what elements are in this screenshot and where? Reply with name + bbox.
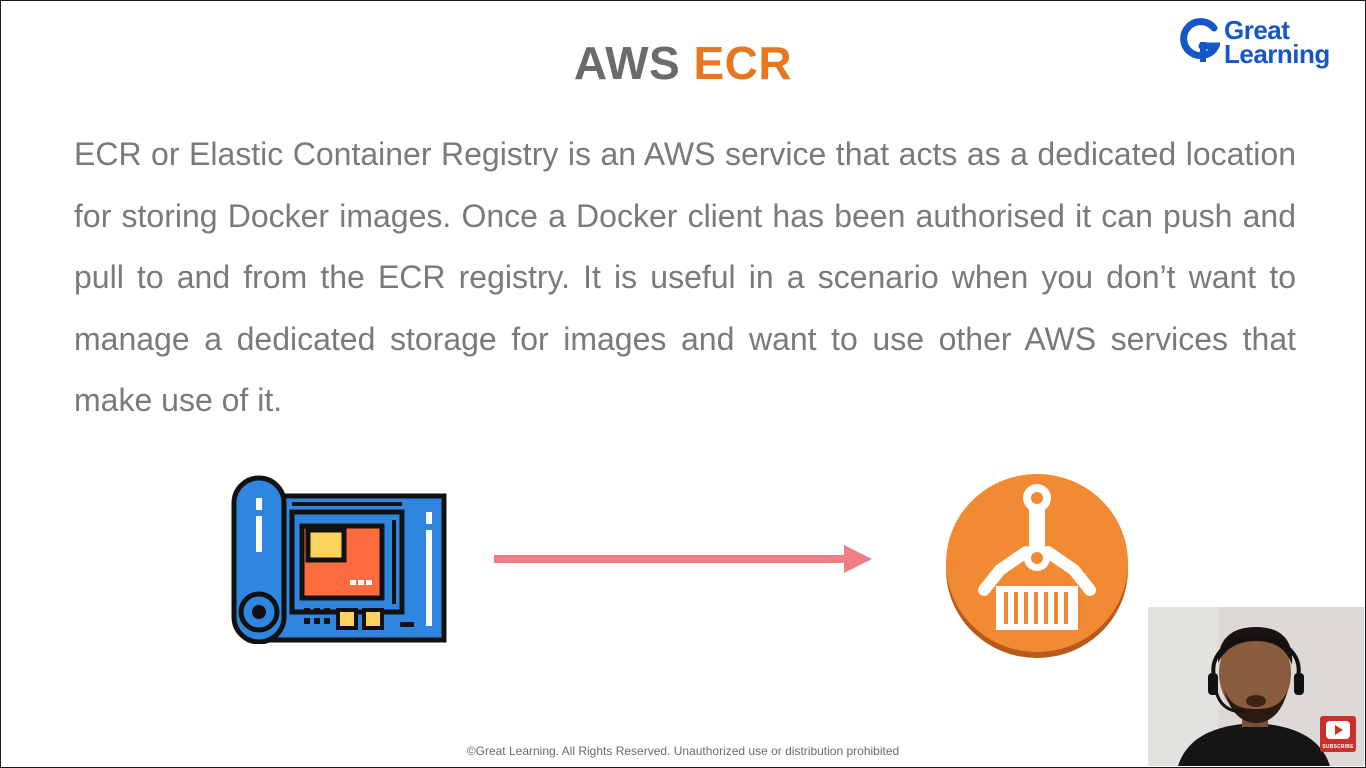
flow-arrow-icon — [494, 545, 872, 573]
logo-word-great: Great — [1224, 15, 1290, 45]
title-aws: AWS — [573, 37, 681, 89]
description-paragraph: ECR or Elastic Container Registry is an … — [74, 136, 1296, 418]
title-ecr: ECR — [693, 37, 793, 89]
subscribe-label: SUBSCRIBE — [1322, 744, 1354, 750]
presenter-webcam: SUBSCRIBE — [1148, 607, 1364, 766]
copyright-footer: ©Great Learning. All Rights Reserved. Un… — [466, 744, 900, 758]
logo-word-learning: Learning — [1224, 39, 1330, 69]
blueprint-image-icon — [231, 475, 447, 644]
slide-title: AWS ECR — [0, 36, 1366, 90]
subscribe-button[interactable]: SUBSCRIBE — [1320, 716, 1356, 752]
great-learning-g-icon — [1180, 18, 1220, 62]
great-learning-logo: Great Learning — [1180, 14, 1350, 70]
presenter-figure-icon — [1148, 607, 1364, 766]
aws-ecr-service-icon — [946, 474, 1128, 658]
youtube-subscribe-icon — [1326, 721, 1350, 739]
